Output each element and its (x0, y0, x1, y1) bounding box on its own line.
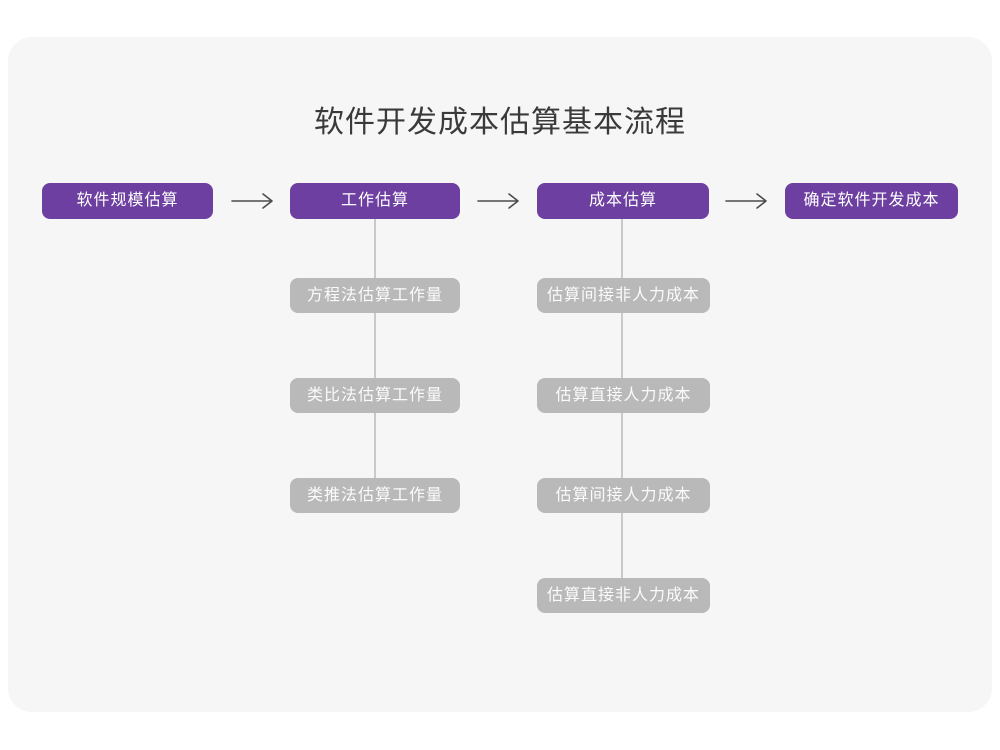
right-arrow-icon (231, 193, 273, 209)
substep-node-analogy-method: 类比法估算工作量 (290, 378, 460, 413)
substep-node-equation-method: 方程法估算工作量 (290, 278, 460, 313)
stage-node-software-scale-estimation: 软件规模估算 (42, 183, 213, 219)
connector-line-work-estimation (374, 218, 376, 480)
substep-node-direct-nonlabor-cost: 估算直接非人力成本 (537, 578, 710, 613)
right-arrow-icon (477, 193, 519, 209)
substep-node-direct-labor-cost: 估算直接人力成本 (537, 378, 710, 413)
stage-node-cost-estimation: 成本估算 (537, 183, 709, 219)
substep-node-indirect-nonlabor-cost: 估算间接非人力成本 (537, 278, 710, 313)
substep-node-indirect-labor-cost: 估算间接人力成本 (537, 478, 710, 513)
diagram-canvas: 软件开发成本估算基本流程 软件规模估算 工作估算 成本估算 确定软件开发成本 方… (8, 37, 992, 712)
stage-node-work-estimation: 工作估算 (290, 183, 460, 219)
diagram-title: 软件开发成本估算基本流程 (314, 106, 686, 139)
right-arrow-icon (725, 193, 767, 209)
stage-node-determine-dev-cost: 确定软件开发成本 (785, 183, 958, 219)
substep-node-extrapolation-method: 类推法估算工作量 (290, 478, 460, 513)
